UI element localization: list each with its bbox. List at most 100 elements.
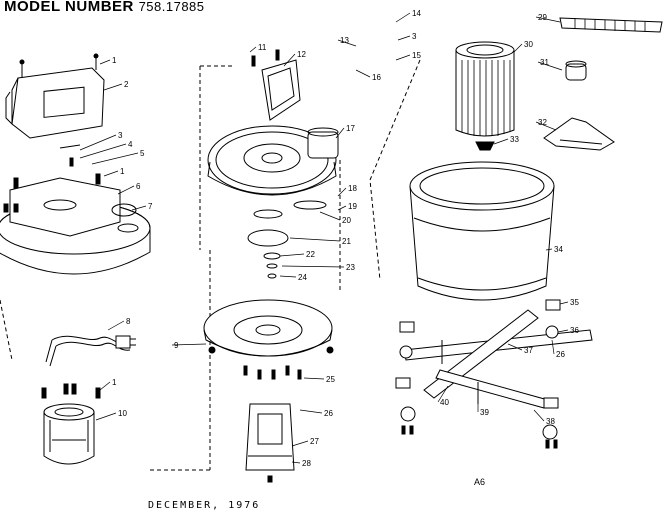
callout-leader-38 (559, 301, 569, 305)
callout-leader-7 (117, 185, 135, 195)
part-number-callout-38: 35 (570, 298, 579, 307)
part-number-callout-33: 30 (524, 40, 533, 49)
part-number-callout-12: 11 (258, 43, 267, 52)
callout-leader-30 (291, 440, 309, 447)
part-number-callout-22: 20 (342, 216, 351, 225)
part-number-callout-23: 21 (342, 237, 351, 246)
callout-leader-27 (171, 343, 207, 346)
filter-cartridge-part (455, 41, 515, 151)
part-number-callout-3: 3 (118, 131, 123, 140)
screw-row (243, 365, 302, 380)
callout-leader-39 (557, 329, 569, 333)
part-number-callout-29: 26 (324, 409, 333, 418)
part-number-callout-30: 27 (310, 437, 319, 446)
impeller-stack-part (247, 200, 327, 279)
part-number-callout-2: 2 (124, 80, 129, 89)
callout-leader-33 (513, 43, 523, 53)
model-label: MODEL NUMBER (4, 0, 134, 15)
part-number-callout-8: 7 (148, 202, 153, 211)
nozzle-part (565, 60, 587, 81)
switch-assembly-part (251, 49, 301, 121)
tank-part (409, 161, 555, 301)
callout-leader-31 (291, 461, 301, 464)
part-number-callout-9: 8 (126, 317, 131, 326)
hose-part (559, 17, 663, 33)
drawing-date: DECEMBER, 1976 (148, 500, 261, 511)
part-number-callout-26: 24 (298, 273, 307, 282)
callout-leader-34 (537, 61, 563, 71)
callout-leader-2 (103, 83, 123, 91)
callout-leader-24 (279, 253, 305, 257)
callout-leader-1 (99, 59, 111, 65)
callout-leader-12 (249, 46, 257, 53)
motor-cover-part (5, 53, 105, 139)
part-number-callout-13: 12 (297, 50, 306, 59)
part-number-callout-41: 26 (556, 350, 565, 359)
part-number-callout-5: 5 (140, 149, 145, 158)
base-plate-part (203, 299, 334, 357)
tank-lid-part (207, 125, 339, 196)
part-number-callout-42: 40 (440, 398, 449, 407)
callout-leader-36 (493, 138, 509, 145)
callout-leader-3 (79, 134, 117, 151)
callout-leader-32 (535, 16, 561, 23)
motor-part (41, 383, 101, 465)
callout-leader-16 (397, 35, 411, 41)
hose-adapter-part (245, 403, 295, 483)
part-number-callout-24: 22 (306, 250, 315, 259)
callout-leader-29 (299, 409, 323, 414)
callout-leader-41 (551, 339, 555, 355)
callout-leader-18 (355, 69, 371, 78)
power-cord-part (45, 335, 136, 367)
part-number-callout-35: 32 (538, 118, 547, 127)
callout-leader-44 (533, 409, 545, 422)
part-number-callout-28: 25 (326, 375, 335, 384)
callout-leader-23 (289, 237, 341, 242)
callout-leader-13 (283, 53, 296, 67)
callout-leader-37 (545, 248, 553, 251)
callout-leader-35 (535, 121, 557, 131)
callout-leader-26 (279, 275, 297, 278)
callout-leader-5 (91, 152, 139, 165)
part-number-callout-21: 19 (348, 202, 357, 211)
part-number-callout-6: 1 (120, 167, 125, 176)
callout-leader-19 (335, 127, 345, 139)
floor-tool-part (543, 117, 615, 151)
part-number-callout-14: 13 (340, 36, 349, 45)
part-number-callout-19: 17 (346, 124, 355, 133)
assembly-line (0, 299, 13, 361)
part-number-callout-7: 6 (136, 182, 141, 191)
part-number-callout-16: 3 (412, 32, 417, 41)
part-number-callout-25: 23 (346, 263, 355, 272)
callout-leader-17 (395, 54, 411, 61)
callout-leader-14 (337, 39, 357, 47)
part-number-callout-44: 38 (546, 417, 555, 426)
part-number-callout-11: 10 (118, 409, 127, 418)
part-number-callout-39: 36 (570, 326, 579, 335)
callout-leader-4 (79, 143, 127, 159)
part-number-callout-15: 14 (412, 9, 421, 18)
part-number-callout-20: 18 (348, 184, 357, 193)
part-number-callout-10: 1 (112, 378, 117, 387)
part-number-callout-18: 16 (372, 73, 381, 82)
callout-leader-11 (95, 412, 117, 421)
callout-leader-20 (337, 187, 347, 197)
model-number: 758.17885 (138, 0, 205, 14)
part-number-callout-17: 15 (412, 51, 421, 60)
callout-leader-28 (303, 377, 325, 380)
dolly-part (395, 299, 593, 449)
part-number-callout-37: 34 (554, 245, 563, 254)
assembly-line (369, 59, 421, 281)
callout-leader-10 (99, 381, 111, 391)
part-number-callout-32: 29 (538, 13, 547, 22)
part-number-callout-40: 37 (524, 346, 533, 355)
part-number-callout-31: 28 (302, 459, 311, 468)
motor-housing-part (0, 144, 151, 275)
callout-leader-15 (395, 12, 411, 23)
callout-leader-8 (131, 205, 147, 211)
diagram-code: A6 (474, 477, 486, 487)
callout-leader-42 (437, 385, 449, 403)
callout-leader-40 (507, 343, 523, 351)
